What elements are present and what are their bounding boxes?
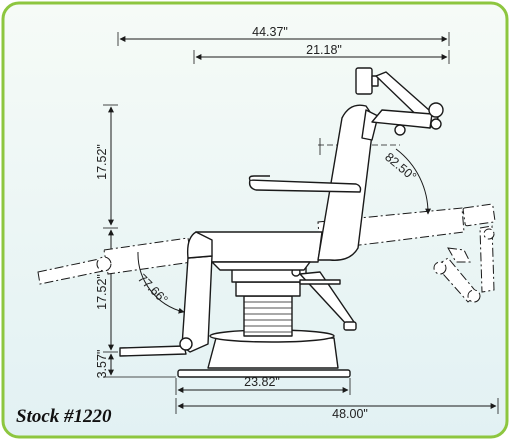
dimension-seat-height-label: 17.52" [95, 274, 109, 310]
chair-backrest [317, 104, 379, 261]
extended-legrest-ghost [37, 237, 193, 285]
dimension-base-height-label: 3.57" [95, 350, 109, 379]
dimension-base-width-label: 23.82" [244, 375, 280, 389]
dimension-base-height: 3.57" [95, 350, 176, 379]
dimension-overall-top-label: 44.37" [252, 25, 288, 39]
headrest-assembly [355, 67, 444, 136]
chair-armrest [248, 175, 362, 193]
foot-pedal [299, 271, 357, 331]
dimension-back-height: 17.52" [95, 104, 118, 226]
reclined-headrest-arm-ghost [433, 225, 495, 303]
dimension-back-height-label: 17.52" [95, 144, 109, 180]
dimension-overall-top: 44.37" [117, 25, 450, 46]
dimension-headrest-span: 21.18" [193, 43, 450, 64]
dimension-overall-bottom: 48.00" [175, 398, 499, 421]
dimension-base-width: 23.82" [175, 375, 351, 395]
dimension-overall-bottom-label: 48.00" [332, 407, 368, 421]
stock-label: Stock #1220 [16, 406, 112, 427]
chair-base [177, 262, 351, 378]
chair-legrest [119, 231, 213, 357]
dimension-headrest-span-label: 21.18" [306, 43, 342, 57]
chair-seat [194, 231, 323, 271]
